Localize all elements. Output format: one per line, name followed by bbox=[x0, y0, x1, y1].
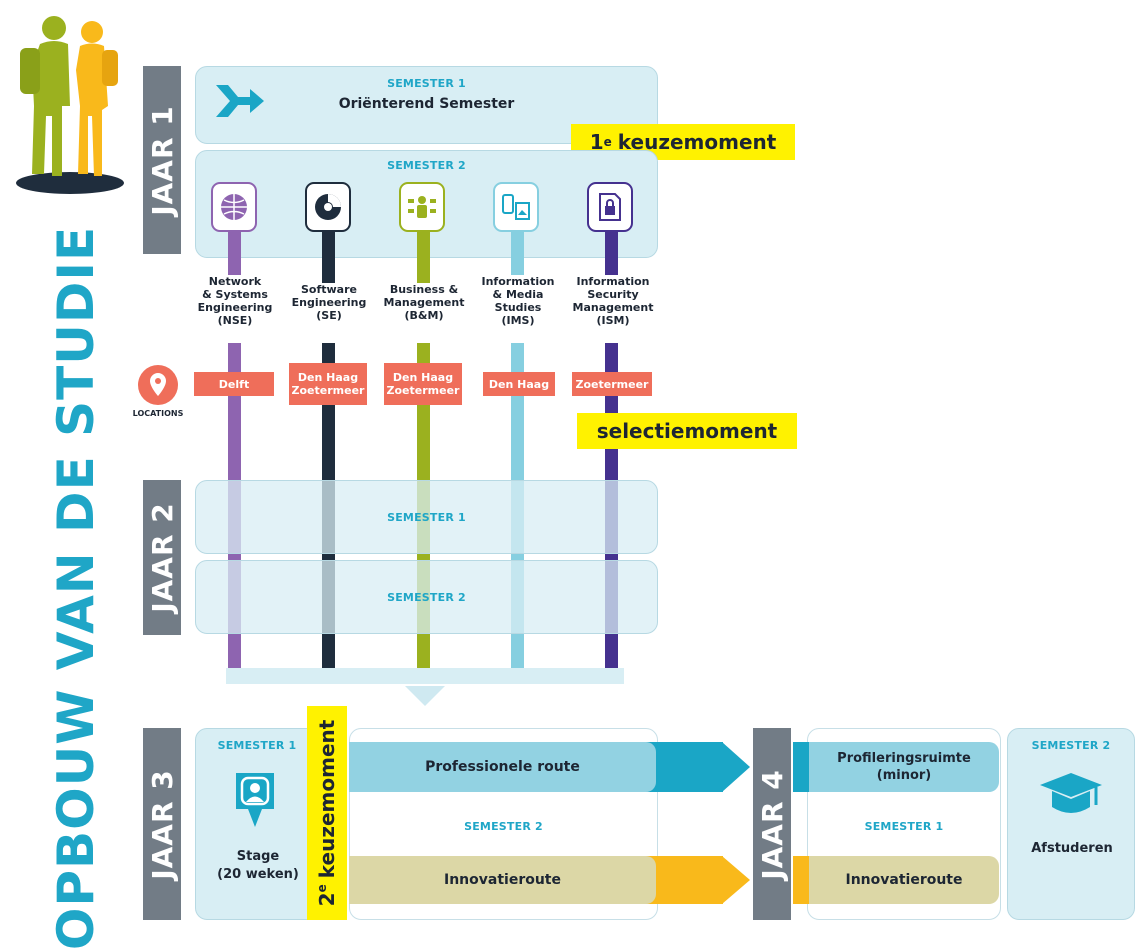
keuzemoment-2-badge: 2e keuzemoment bbox=[307, 706, 347, 920]
keuzemoment-2-text: keuzemoment bbox=[315, 719, 339, 879]
jaar-3-semester-2-label: SEMESTER 2 bbox=[464, 820, 543, 833]
down-arrow-icon bbox=[405, 686, 445, 706]
professionele-route: Professionele route bbox=[349, 742, 656, 792]
graduation-cap-icon bbox=[1040, 773, 1102, 813]
innovatieroute-jaar-4: Innovatieroute bbox=[809, 856, 999, 904]
keuzemoment-1-sup: e bbox=[603, 135, 612, 149]
location-badge-ims: Den Haag bbox=[483, 372, 555, 396]
track-icon-box-nse bbox=[211, 182, 257, 232]
professional-route-arrow-head bbox=[722, 742, 750, 792]
track-name-nse: Network & Systems Engineering (NSE) bbox=[190, 275, 280, 343]
innovatieroute-jaar-3: Innovatieroute bbox=[349, 856, 656, 904]
location-pin-icon bbox=[138, 365, 178, 405]
jaar-4-semester-2-label: SEMESTER 2 bbox=[1031, 739, 1111, 752]
jaar-2-label: JAAR 2 bbox=[145, 502, 179, 613]
locations-label: LOCATIONS bbox=[132, 409, 184, 418]
keuzemoment-2-sup: e bbox=[315, 884, 330, 893]
merge-bar bbox=[226, 668, 624, 684]
jaar-4-bar: JAAR 4 bbox=[753, 728, 791, 920]
jaar-4-label: JAAR 4 bbox=[755, 768, 789, 880]
jaar-3-label: JAAR 3 bbox=[145, 768, 179, 880]
selectiemoment-badge: selectiemoment bbox=[577, 413, 797, 449]
stage-title: Stage bbox=[236, 849, 280, 864]
track-name-bm: Business & Management (B&M) bbox=[378, 283, 470, 343]
jaar-3-bar: JAAR 3 bbox=[143, 728, 181, 920]
jaar-1-semester-1: SEMESTER 1 Oriënterend Semester bbox=[195, 66, 658, 144]
track-icon-box-ism bbox=[587, 182, 633, 232]
afstuderen-label: Afstuderen bbox=[1031, 841, 1113, 856]
gear-cd-icon bbox=[315, 194, 341, 220]
location-badge-nse: Delft bbox=[194, 372, 274, 396]
students-illustration bbox=[16, 16, 124, 194]
jaar-2-semester-2: SEMESTER 2 bbox=[195, 560, 658, 634]
location-badge-se: Den Haag Zoetermeer bbox=[289, 363, 367, 405]
page-title: OPBOUW VAN DE STUDIE bbox=[47, 225, 105, 950]
jaar-1-bar: JAAR 1 bbox=[143, 66, 181, 254]
location-badge-ism: Zoetermeer bbox=[572, 372, 652, 396]
jaar-4-semester-2-afstuderen: SEMESTER 2 Afstuderen bbox=[1007, 728, 1135, 920]
keuzemoment-2-number: 2 bbox=[315, 892, 339, 907]
keuzemoment-1-number: 1 bbox=[589, 130, 604, 154]
profileringsruimte: Profileringsruimte (minor) bbox=[809, 742, 999, 792]
document-lock-icon bbox=[599, 193, 621, 221]
split-arrow-icon bbox=[216, 85, 264, 117]
semester-1-label: SEMESTER 1 bbox=[387, 77, 466, 90]
track-name-se: Software Engineering (SE) bbox=[284, 283, 374, 343]
jaar-3-semester-1-stage: SEMESTER 1 Stage (20 weken) bbox=[195, 728, 319, 920]
media-devices-icon bbox=[502, 194, 530, 220]
track-icon-box-ims bbox=[493, 182, 539, 232]
jaar-3-semester-1-label: SEMESTER 1 bbox=[217, 739, 297, 752]
stage-duration: (20 weken) bbox=[217, 867, 299, 882]
location-badge-bm: Den Haag Zoetermeer bbox=[384, 363, 462, 405]
track-icon-box-se bbox=[305, 182, 351, 232]
stage-person-pin-icon bbox=[236, 773, 274, 827]
page-title-container: OPBOUW VAN DE STUDIE bbox=[46, 225, 106, 949]
orienterend-semester-title: Oriënterend Semester bbox=[338, 96, 515, 112]
innovation-route-arrow-head bbox=[722, 856, 750, 904]
jaar-2-semester-1: SEMESTER 1 bbox=[195, 480, 658, 554]
globe-network-icon bbox=[221, 194, 247, 220]
jaar-4-semester-1-label: SEMESTER 1 bbox=[864, 820, 944, 833]
track-icon-box-bm bbox=[399, 182, 445, 232]
track-name-ims: Information & Media Studies (IMS) bbox=[473, 275, 563, 343]
track-name-ism: Information Security Management (ISM) bbox=[566, 275, 660, 343]
jaar-1-label: JAAR 1 bbox=[145, 104, 179, 216]
semester-2-label: SEMESTER 2 bbox=[387, 159, 466, 172]
jaar-2-bar: JAAR 2 bbox=[143, 480, 181, 635]
jaar-2-semester-1-label: SEMESTER 1 bbox=[387, 510, 466, 524]
jaar-4-innovation-stub bbox=[793, 856, 809, 904]
business-people-icon bbox=[408, 196, 436, 218]
jaar-4-professional-stub bbox=[793, 742, 809, 792]
jaar-2-semester-2-label: SEMESTER 2 bbox=[387, 590, 466, 604]
